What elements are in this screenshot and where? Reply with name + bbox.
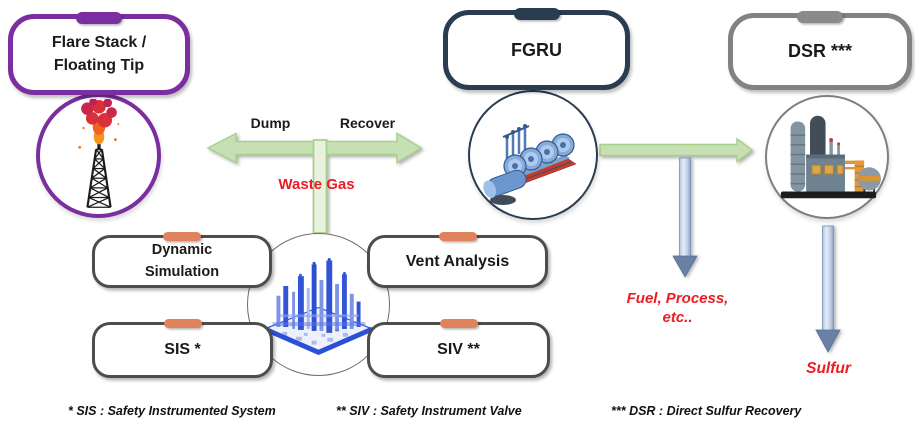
flare-node-label: Flare Stack / Floating Tip — [52, 32, 146, 77]
flare-label-line1: Flare Stack / — [51, 34, 147, 52]
fuel-process-label: Fuel, Process, etc.. — [605, 289, 750, 327]
sulfur-label: Sulfur — [806, 360, 851, 377]
footnote-sis: * SIS : Safety Instrumented System — [68, 404, 276, 418]
flare-circle — [36, 93, 161, 218]
module-vent-analysis: Vent Analysis — [367, 232, 548, 288]
fgru-circle — [468, 90, 598, 220]
waste-gas-label: Waste Gas — [278, 176, 355, 193]
flare-label-line2: Floating Tip — [53, 56, 145, 74]
flare-node-tab — [76, 12, 122, 24]
fuel-process-arrow — [672, 157, 698, 278]
sulfur-recovery-plant-icon — [780, 115, 881, 199]
dsr-node: DSR *** — [728, 11, 912, 90]
siv-module-label: SIV ** — [437, 341, 480, 358]
footnote-siv: ** SIV : Safety Instrument Valve — [336, 404, 522, 418]
vent-module-label: Vent Analysis — [405, 252, 510, 270]
recovered-gas-arrow — [599, 137, 754, 164]
sulfur-arrow — [815, 225, 841, 353]
dsr-node-tab — [797, 11, 843, 23]
fuel-label-line2: etc.. — [662, 309, 693, 326]
dynamic-module-tab — [163, 232, 201, 241]
dsr-node-label: DSR *** — [787, 41, 853, 61]
flare-stack-icon — [77, 98, 119, 208]
dsr-circle — [765, 95, 889, 219]
module-siv: SIV ** — [367, 319, 550, 378]
sis-module-label: SIS * — [164, 341, 201, 358]
recover-label: Recover — [339, 115, 396, 131]
fgru-node-tab — [513, 8, 560, 20]
vent-module-tab — [438, 232, 477, 241]
fgru-node: FGRU — [443, 8, 630, 90]
gas-compressor-icon — [483, 124, 577, 205]
module-dynamic-simulation: Dynamic Simulation — [92, 232, 272, 288]
dynamic-module-label: Dynamic Simulation — [145, 240, 219, 284]
dump-label: Dump — [250, 115, 291, 131]
fgru-node-label: FGRU — [511, 39, 562, 60]
siv-module-tab — [439, 319, 478, 328]
waste-gas-flow-arrow — [206, 132, 423, 234]
sis-module-tab — [163, 319, 202, 328]
footnote-dsr: *** DSR : Direct Sulfur Recovery — [611, 404, 802, 418]
plant-3d-model-icon — [262, 257, 374, 355]
dynamic-label-line1: Dynamic — [151, 241, 213, 258]
dynamic-label-line2: Simulation — [144, 263, 220, 280]
flare-stack-node: Flare Stack / Floating Tip — [8, 12, 190, 95]
fuel-label-line1: Fuel, Process, — [626, 290, 729, 307]
module-sis: SIS * — [92, 319, 273, 378]
